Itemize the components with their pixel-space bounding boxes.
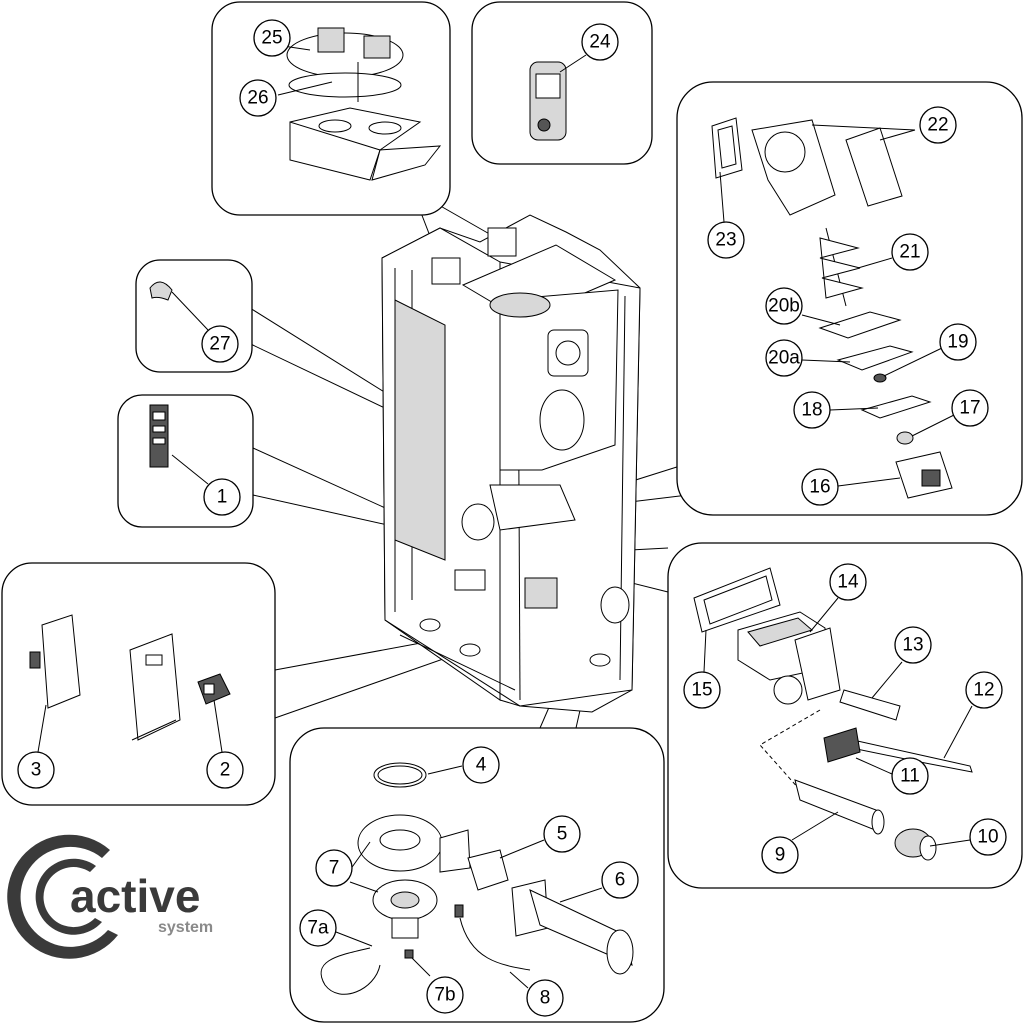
panel-exhaust-fan: [289, 727, 665, 1023]
callout-11: 11: [900, 766, 920, 787]
callout-2: 2: [220, 760, 231, 781]
callout-20b: 20b: [768, 296, 800, 317]
callout-12: 12: [973, 680, 994, 701]
callout-7b: 7b: [434, 985, 455, 1006]
callout-18: 18: [801, 400, 822, 421]
callout-21: 21: [899, 242, 920, 263]
callout-22: 22: [927, 115, 948, 136]
callout-24: 24: [589, 32, 611, 53]
callout-26: 26: [247, 88, 268, 109]
callouts: 25 26 24 27 1 3 2 4 7 5 6 7a: [17, 19, 1007, 1017]
callout-5: 5: [557, 824, 568, 845]
callout-14: 14: [837, 572, 859, 593]
logo-subtitle: system: [158, 919, 213, 936]
callout-4: 4: [476, 755, 487, 776]
callout-13: 13: [902, 635, 923, 656]
panel-electronics: [1, 562, 276, 806]
callout-1: 1: [217, 487, 228, 508]
callout-19: 19: [947, 332, 968, 353]
callout-27: 27: [209, 334, 230, 355]
callout-8: 8: [540, 988, 551, 1009]
callout-7: 7: [329, 858, 340, 879]
callout-6: 6: [615, 870, 626, 891]
callout-15: 15: [691, 680, 712, 701]
callout-9: 9: [775, 845, 786, 866]
callout-25: 25: [261, 28, 282, 49]
callout-20a: 20a: [768, 348, 800, 369]
stove-main-unit: [381, 214, 641, 713]
panel-auger-assembly: [676, 81, 1023, 516]
callout-16: 16: [809, 477, 830, 498]
callout-23: 23: [715, 230, 736, 251]
callout-3: 3: [31, 760, 42, 781]
callout-7a: 7a: [307, 918, 329, 939]
panel-burner-assembly: [667, 542, 1023, 889]
callout-10: 10: [977, 827, 998, 848]
panel-remote-control: [471, 1, 653, 165]
callout-17: 17: [959, 398, 980, 419]
logo-wordmark: active: [70, 870, 200, 922]
active-system-logo: active system: [7, 834, 213, 959]
